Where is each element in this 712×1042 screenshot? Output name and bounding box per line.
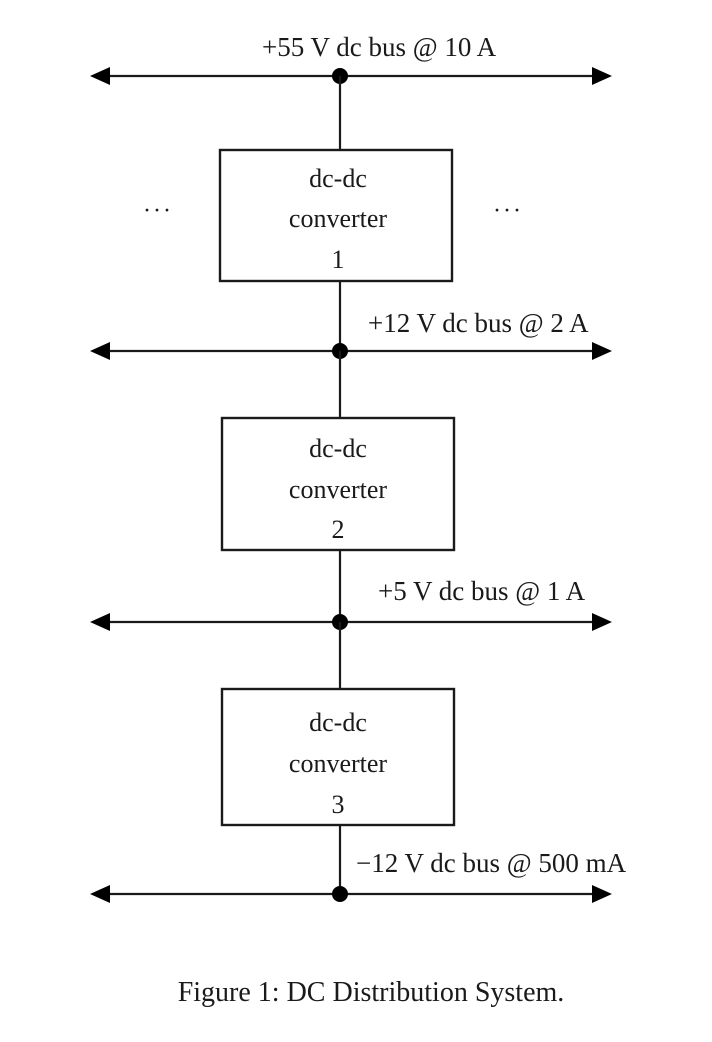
converter-1-line2: converter (289, 204, 388, 233)
bus-12v-label: +12 V dc bus @ 2 A (368, 308, 589, 338)
bus-5v: +5 V dc bus @ 1 A (90, 576, 612, 631)
converter-2-line2: converter (289, 475, 388, 504)
arrow-left-icon (90, 67, 110, 85)
bus-55v: +55 V dc bus @ 10 A (90, 32, 612, 85)
converter-2: dc-dc converter 2 (220, 416, 456, 552)
arrow-left-icon (90, 613, 110, 631)
converter-3-box (220, 687, 456, 827)
converter-3-line1: dc-dc (309, 708, 367, 737)
converter-1-line1: dc-dc (309, 164, 367, 193)
converter-2-line1: dc-dc (309, 434, 367, 463)
arrow-right-icon (592, 342, 612, 360)
arrow-right-icon (592, 67, 612, 85)
converter-1-box (218, 148, 454, 283)
ellipsis-left: ··· (143, 198, 173, 224)
converter-2-box (220, 416, 456, 552)
bus-5v-label: +5 V dc bus @ 1 A (378, 576, 586, 606)
converter-2-number: 2 (332, 515, 345, 544)
converter-1: dc-dc converter 1 (218, 148, 454, 283)
bus-neg12v: −12 V dc bus @ 500 mA (90, 848, 627, 903)
arrow-left-icon (90, 342, 110, 360)
bus-12v: +12 V dc bus @ 2 A (90, 308, 612, 360)
bus-neg12v-label: −12 V dc bus @ 500 mA (356, 848, 627, 878)
bus-55v-label: +55 V dc bus @ 10 A (262, 32, 497, 62)
converter-3: dc-dc converter 3 (220, 687, 456, 827)
arrow-right-icon (592, 613, 612, 631)
ellipsis-right: ··· (493, 198, 523, 224)
converter-1-number: 1 (332, 245, 345, 274)
figure-caption: Figure 1: DC Distribution System. (178, 977, 565, 1008)
arrow-left-icon (90, 885, 110, 903)
converter-3-number: 3 (332, 790, 345, 819)
junction-node (332, 886, 348, 902)
arrow-right-icon (592, 885, 612, 903)
converter-3-line2: converter (289, 749, 388, 778)
